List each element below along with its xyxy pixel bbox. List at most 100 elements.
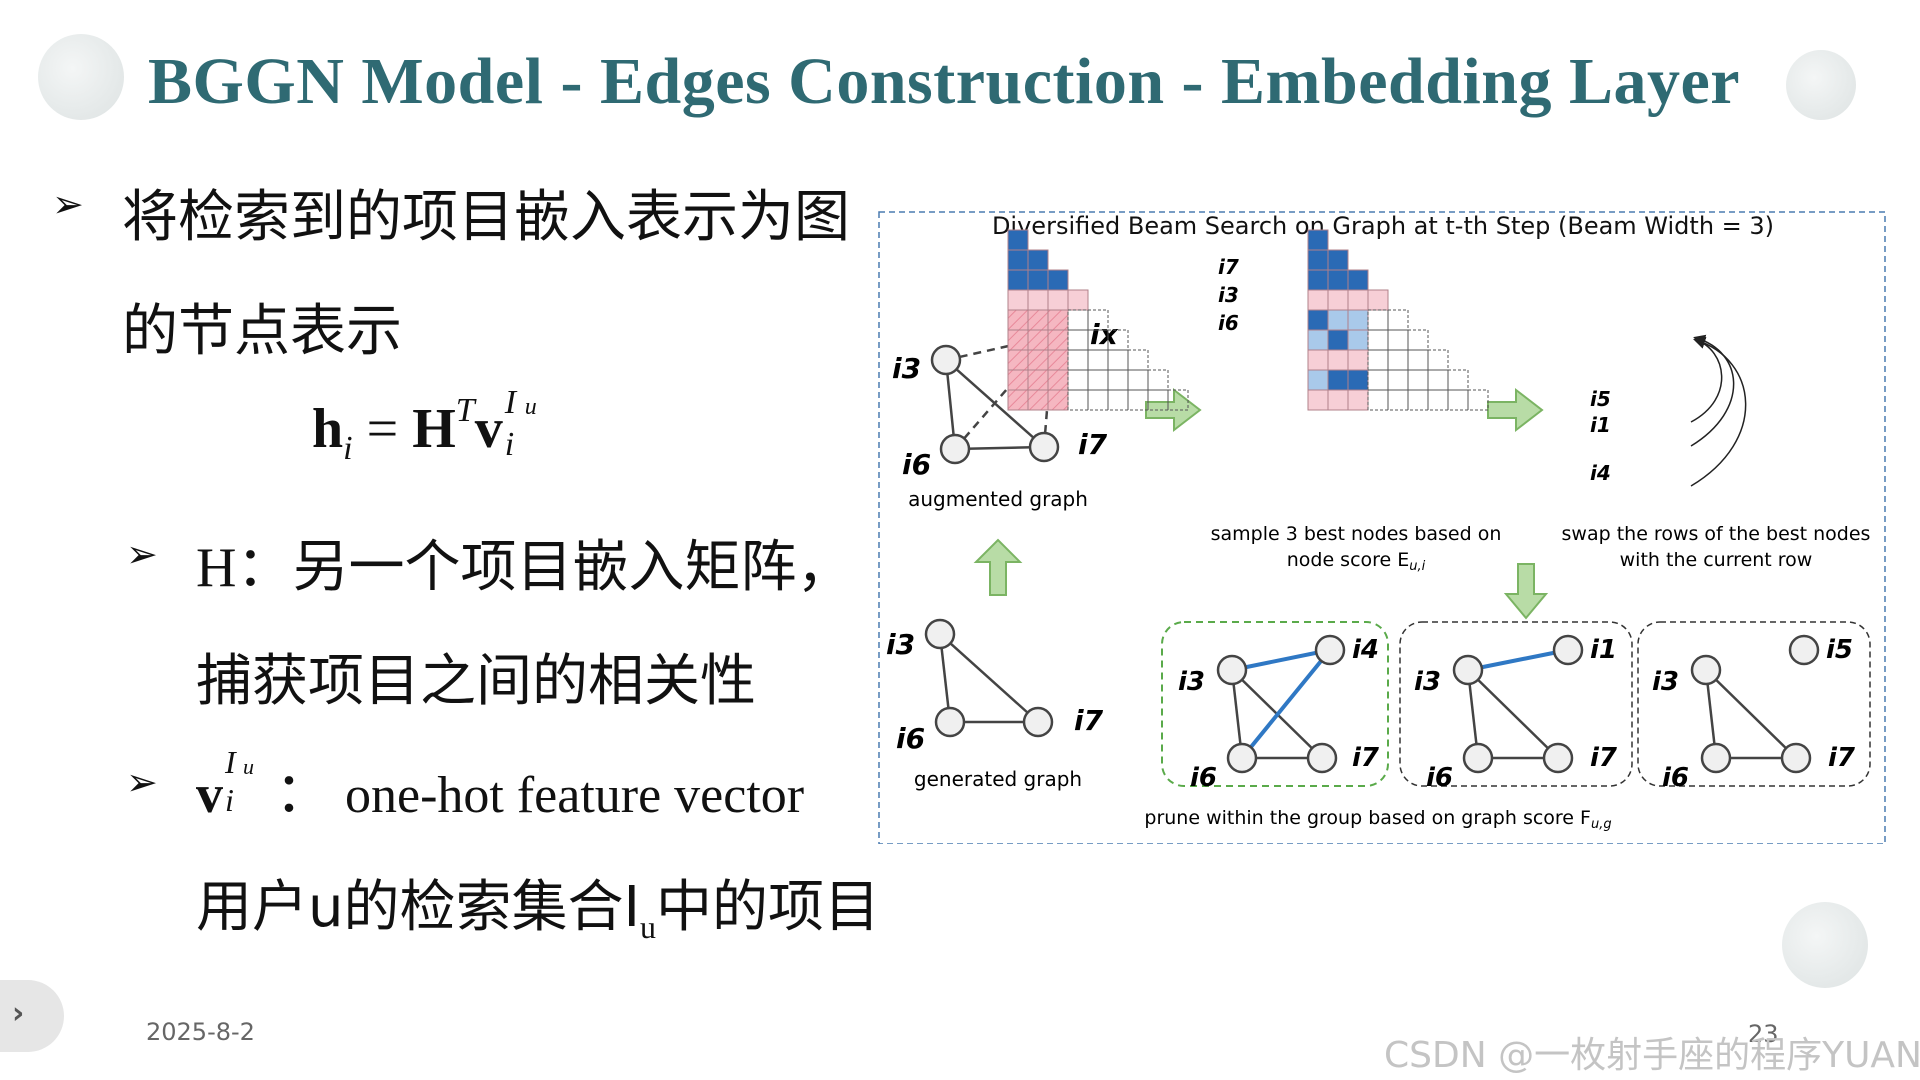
matrix-cell bbox=[1347, 269, 1369, 291]
matrix-cell bbox=[1347, 369, 1369, 391]
bullet-1-line-2: 的节点表示 bbox=[122, 299, 402, 364]
row-label-i7: i7 bbox=[1218, 255, 1239, 279]
matrix-cell bbox=[1027, 289, 1049, 311]
row-label-i6: i6 bbox=[1218, 311, 1239, 335]
chevron-right-icon[interactable]: › bbox=[12, 996, 25, 1031]
matrix-cell bbox=[1327, 309, 1349, 331]
node-label-i3: i3 bbox=[1414, 667, 1441, 697]
matrix-cell bbox=[1327, 349, 1349, 371]
matrix-cell bbox=[1007, 369, 1029, 391]
generated-graph bbox=[924, 618, 1054, 738]
matrix-cell bbox=[1007, 289, 1029, 311]
matrix-cell bbox=[1427, 349, 1449, 371]
matrix-cell bbox=[1367, 329, 1389, 351]
sample-caption-line-2: node score Eu,i bbox=[1287, 549, 1426, 574]
candidate-graph-1 bbox=[1216, 634, 1346, 774]
matrix-cell bbox=[1347, 389, 1369, 411]
matrix-cell bbox=[1467, 389, 1489, 411]
node-label-i6: i6 bbox=[896, 722, 925, 755]
matrix-cell bbox=[1407, 349, 1429, 371]
slide-date: 2025-8-2 bbox=[146, 1018, 255, 1046]
matrix-cell bbox=[1307, 289, 1329, 311]
matrix-cell bbox=[1307, 229, 1329, 251]
score-matrix-swap bbox=[1307, 229, 1489, 411]
matrix-cell bbox=[1047, 289, 1069, 311]
sample-caption-line-1: sample 3 best nodes based on bbox=[1211, 523, 1502, 545]
node-label-i6: i6 bbox=[1190, 763, 1217, 793]
matrix-cell bbox=[1027, 369, 1049, 391]
diagram-frame bbox=[878, 211, 1886, 844]
matrix-cell bbox=[1367, 389, 1389, 411]
node-label-ix: ix bbox=[1090, 318, 1119, 351]
node-label-i5: i5 bbox=[1826, 635, 1853, 665]
candidate-graph-2 bbox=[1452, 634, 1584, 774]
matrix-cell bbox=[1047, 309, 1069, 331]
node-label-i6: i6 bbox=[1426, 763, 1453, 793]
swap-caption-line-1: swap the rows of the best nodes bbox=[1562, 523, 1871, 545]
prune-caption: prune within the group based on graph sc… bbox=[1144, 807, 1611, 832]
candidate-graph-frame-selected bbox=[1161, 621, 1389, 787]
candidate-graph-frame bbox=[1637, 621, 1871, 787]
node-label-i4: i4 bbox=[1352, 635, 1379, 665]
swap-arrow bbox=[1690, 337, 1723, 423]
matrix-cell bbox=[1387, 369, 1409, 391]
matrix-cell bbox=[1367, 309, 1389, 331]
matrix-cell bbox=[1447, 369, 1469, 391]
matrix-cell bbox=[1067, 329, 1089, 351]
diagram-header: Diversified Beam Search on Graph at t-th… bbox=[992, 212, 1774, 240]
matrix-cell bbox=[1027, 329, 1049, 351]
row-label-i1: i1 bbox=[1590, 413, 1611, 437]
matrix-cell bbox=[1107, 369, 1129, 391]
matrix-cell bbox=[1007, 269, 1029, 291]
swap-arrow bbox=[1690, 337, 1747, 487]
matrix-cell bbox=[1307, 309, 1329, 331]
row-label-i4: i4 bbox=[1590, 461, 1611, 485]
beam-search-diagram: Diversified Beam Search on Graph at t-th… bbox=[878, 211, 1886, 844]
bullet-arrow-icon: ➢ bbox=[126, 532, 158, 576]
matrix-cell bbox=[1307, 329, 1329, 351]
slide-title: BGGN Model - Edges Construction - Embedd… bbox=[148, 45, 1741, 118]
bullet-2-line-1: H：另一个项目嵌入矩阵， bbox=[196, 535, 853, 600]
matrix-cell bbox=[1067, 309, 1089, 331]
node-label-i7: i7 bbox=[1352, 743, 1380, 773]
matrix-cell bbox=[1007, 329, 1029, 351]
matrix-cell bbox=[1427, 389, 1449, 411]
page-number: 23 bbox=[1748, 1020, 1779, 1048]
matrix-cell bbox=[1367, 349, 1389, 371]
matrix-cell bbox=[1047, 389, 1069, 411]
node-label-i7: i7 bbox=[1590, 743, 1618, 773]
slide-nav-tab[interactable]: › bbox=[0, 980, 64, 1052]
matrix-cell bbox=[1107, 389, 1129, 411]
swap-arrow bbox=[1690, 334, 1735, 447]
swap-caption-line-2: with the current row bbox=[1620, 549, 1813, 571]
row-label-i5: i5 bbox=[1590, 387, 1611, 411]
matrix-cell bbox=[1407, 329, 1429, 351]
node-label-i7: i7 bbox=[1828, 743, 1856, 773]
matrix-cell bbox=[1307, 249, 1329, 271]
matrix-cell bbox=[1347, 349, 1369, 371]
bullet-arrow-icon: ➢ bbox=[126, 760, 158, 804]
matrix-cell bbox=[1307, 369, 1329, 391]
decor-orb-top-left bbox=[38, 34, 124, 120]
matrix-cell bbox=[1307, 389, 1329, 411]
matrix-cell bbox=[1027, 349, 1049, 371]
candidate-graph-frame bbox=[1399, 621, 1633, 787]
matrix-cell bbox=[1047, 369, 1069, 391]
down-arrow-icon bbox=[1503, 563, 1549, 620]
matrix-cell bbox=[1007, 309, 1029, 331]
matrix-cell bbox=[1047, 269, 1069, 291]
node-label-i7: i7 bbox=[1074, 704, 1104, 737]
matrix-cell bbox=[1347, 309, 1369, 331]
bullet-arrow-icon: ➢ bbox=[52, 182, 84, 226]
decor-orb-bottom-right bbox=[1782, 902, 1868, 988]
augmented-caption: augmented graph bbox=[908, 487, 1088, 511]
matrix-cell bbox=[1087, 369, 1109, 391]
score-matrix-sample bbox=[1007, 229, 1189, 411]
matrix-cell bbox=[1307, 269, 1329, 291]
matrix-cell bbox=[1067, 369, 1089, 391]
bullet-3-line-2: 用户u的检索集合Iu中的项目 bbox=[196, 875, 881, 946]
matrix-cell bbox=[1327, 269, 1349, 291]
matrix-cell bbox=[1027, 309, 1049, 331]
